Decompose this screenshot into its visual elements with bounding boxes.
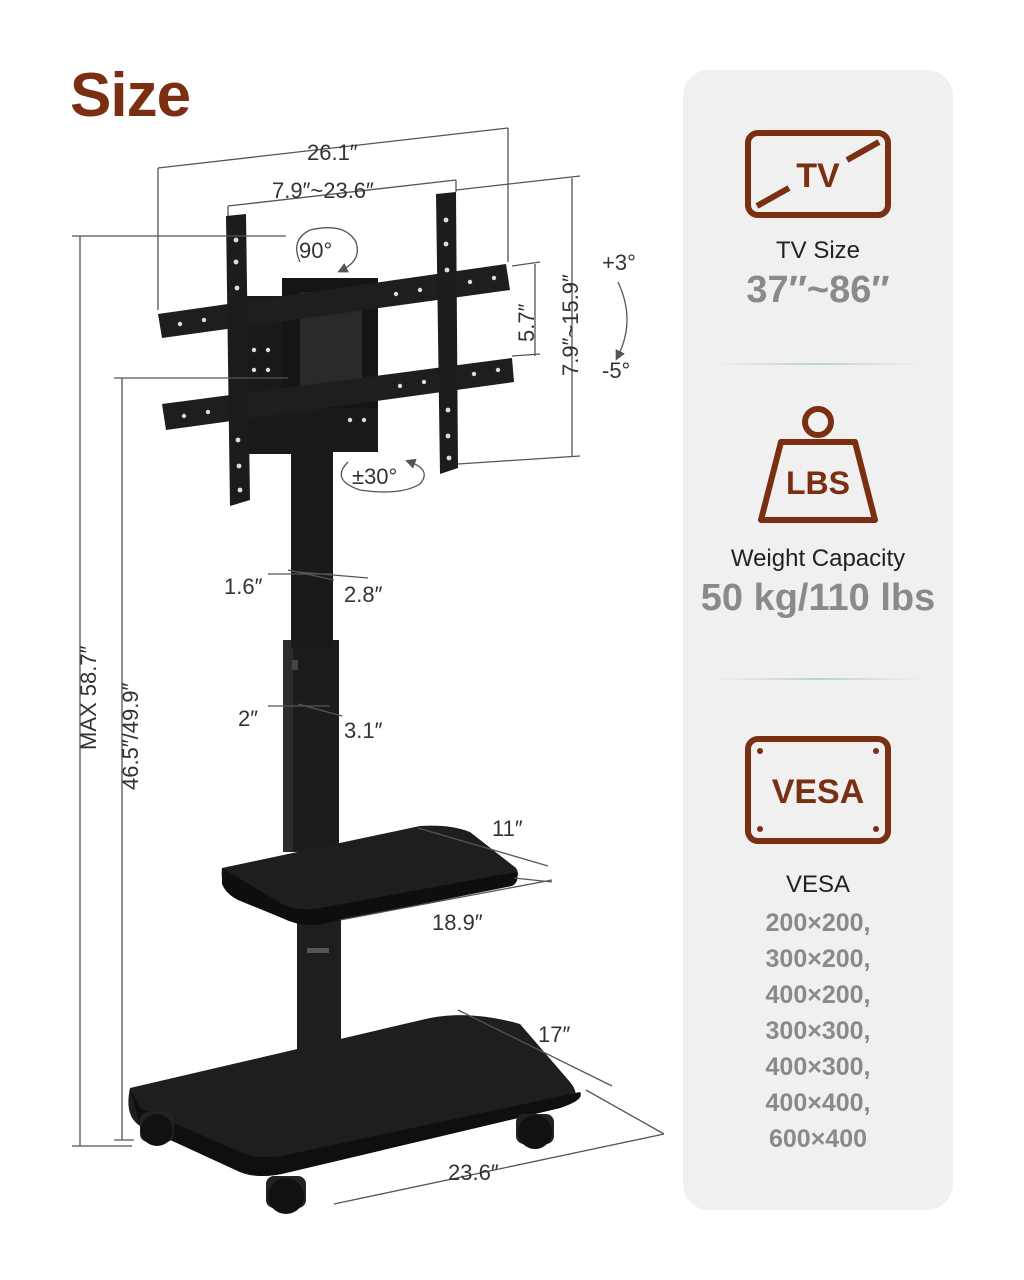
dim-height-range: 46.5″/49.9″	[118, 682, 143, 790]
dim-plate-width: 7.9″~23.6″	[272, 178, 374, 203]
wheels	[140, 1112, 554, 1214]
dim-shelf-width: 18.9″	[432, 910, 483, 935]
spec-panel: TV TV Size 37″~86″ LBS Weight Capacity 5…	[683, 70, 953, 1210]
feature-tv-size: TV TV Size 37″~86″	[683, 130, 953, 312]
vesa-icon-text: VESA	[772, 773, 865, 811]
glass-shelf	[221, 825, 518, 926]
tv-size-label: TV Size	[775, 237, 861, 264]
dim-overall-width: 26.1″	[307, 140, 358, 165]
dim-bracket-height: 7.9″~15.9″	[558, 274, 583, 376]
dim-lower-pole-b: 3.1″	[344, 718, 383, 743]
separator	[713, 678, 923, 680]
vesa-value: 400×200,	[765, 981, 871, 1009]
page-title: Size	[70, 61, 191, 130]
tv-stand-diagram: 26.1″ 7.9″~23.6″ 90° 5.7″ 7.9″~15.9″ +3°…	[72, 127, 665, 1214]
weight-capacity-value: 50 kg/110 lbs	[700, 577, 936, 619]
vesa-value: 600×400	[768, 1125, 868, 1153]
dim-max-height: MAX 58.7″	[76, 645, 101, 750]
dim-tilt-up: +3°	[602, 250, 636, 275]
vesa-value: 200×200,	[765, 909, 871, 937]
dim-upper-pole-a: 1.6″	[224, 574, 263, 599]
stand-base	[128, 1015, 581, 1176]
separator	[713, 363, 923, 365]
tv-size-value: 37″~86″	[746, 269, 890, 311]
vesa-values: 200×200, 300×200, 400×200, 300×300, 400×…	[683, 905, 953, 1157]
dim-lower-pole-a: 2″	[238, 706, 258, 731]
vesa-bracket	[158, 192, 514, 506]
dim-base-depth: 17″	[538, 1022, 570, 1047]
dimension-lines	[72, 127, 665, 1205]
pole	[283, 400, 341, 1070]
vesa-value: 300×200,	[765, 945, 871, 973]
dim-rotate: 90°	[299, 238, 332, 263]
tv-icon: TV	[745, 130, 891, 218]
vesa-value: 300×300,	[765, 1017, 871, 1045]
dim-upper-pole-b: 2.8″	[344, 582, 383, 607]
dim-shelf-depth: 11″	[492, 816, 523, 841]
weight-icon-text: LBS	[786, 465, 850, 501]
vesa-value: 400×400,	[765, 1089, 871, 1117]
feature-vesa: VESA VESA 200×200, 300×200, 400×200, 300…	[683, 736, 953, 1157]
weight-capacity-label: Weight Capacity	[730, 545, 906, 572]
weight-icon: LBS	[758, 406, 878, 523]
tv-icon-text: TV	[796, 157, 840, 195]
dim-plate-height: 5.7″	[514, 303, 539, 342]
vesa-label: VESA	[785, 871, 851, 898]
dim-swivel: ±30°	[352, 464, 397, 489]
vesa-icon: VESA	[745, 736, 891, 844]
vesa-value: 400×300,	[765, 1053, 871, 1081]
dim-base-width: 23.6″	[448, 1160, 499, 1185]
dim-tilt-down: -5°	[602, 358, 630, 383]
feature-weight-capacity: LBS Weight Capacity 50 kg/110 lbs	[683, 404, 953, 620]
